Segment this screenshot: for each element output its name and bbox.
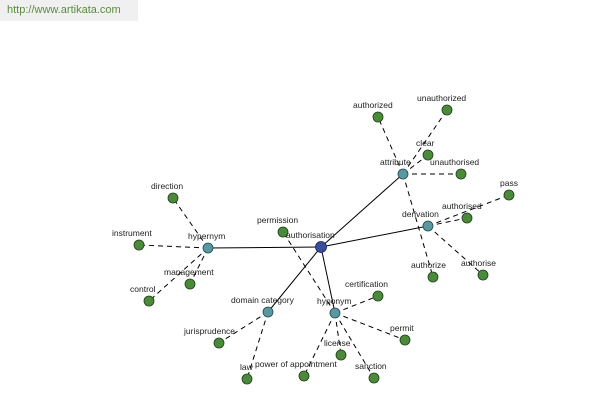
node-power-of-appointment[interactable] (298, 370, 310, 382)
node-label-pass[interactable]: pass (500, 178, 518, 188)
edge-attribute-unauthorized (402, 109, 448, 175)
node-label-clear[interactable]: clear (416, 138, 435, 148)
edge-authorisation-derivation (320, 225, 429, 248)
node-label-management[interactable]: management (164, 267, 214, 277)
node-management[interactable] (184, 278, 196, 290)
node-attribute[interactable] (397, 168, 409, 180)
node-permit[interactable] (399, 334, 411, 346)
edge-derivation-authorised (427, 217, 468, 227)
edges-layer (138, 109, 510, 380)
labels-layer: authorisation hypernym attribute derivation… (112, 93, 518, 372)
node-label-certification[interactable]: certification (345, 279, 388, 289)
node-unauthorized[interactable] (441, 104, 453, 116)
edge-hyponym-permit (334, 312, 406, 341)
node-label-domain-category[interactable]: domain category (231, 295, 295, 305)
node-permission[interactable] (277, 226, 289, 238)
node-clear[interactable] (422, 149, 434, 161)
node-label-authorize[interactable]: authorize (411, 260, 446, 270)
node-control[interactable] (143, 295, 155, 307)
edge-authorisation-attribute (320, 173, 404, 248)
node-label-license[interactable]: license (324, 338, 351, 348)
edge-hypernym-control (148, 247, 209, 302)
node-pass[interactable] (503, 189, 515, 201)
node-instrument[interactable] (133, 239, 145, 251)
node-label-authorisation[interactable]: authorisation (286, 230, 335, 240)
node-label-authorized[interactable]: authorized (353, 100, 393, 110)
edge-derivation-authorise (427, 225, 484, 276)
node-jurisprudence[interactable] (213, 337, 225, 349)
node-label-permit[interactable]: permit (390, 323, 414, 333)
edge-authorisation-hyponym (320, 246, 336, 314)
nodes-layer (133, 104, 515, 385)
node-direction[interactable] (167, 192, 179, 204)
node-authorised[interactable] (461, 212, 473, 224)
edge-hypernym-direction (172, 197, 209, 249)
node-certification[interactable] (372, 290, 384, 302)
node-law[interactable] (241, 373, 253, 385)
edge-hyponym-license (334, 312, 342, 356)
node-label-authorised[interactable]: authorised (442, 201, 482, 211)
edge-hypernym-management (189, 247, 209, 285)
node-hyponym[interactable] (329, 307, 341, 319)
node-label-permission[interactable]: permission (257, 215, 298, 225)
node-label-attribute[interactable]: attribute (380, 157, 411, 167)
node-authorize[interactable] (427, 271, 439, 283)
node-label-sanction[interactable]: sanction (355, 361, 387, 371)
node-label-derivation[interactable]: derivation (402, 209, 439, 219)
node-label-jurisprudence[interactable]: jurisprudence (183, 326, 235, 336)
node-label-hypernym[interactable]: hypernym (188, 231, 225, 241)
node-domain-category[interactable] (262, 306, 274, 318)
edge-hyponym-sanction (334, 312, 375, 379)
node-authorisation[interactable] (315, 241, 327, 253)
node-label-power-of-appointment[interactable]: power of appointment (255, 359, 337, 369)
edge-domain-category-jurisprudence (218, 311, 269, 344)
node-label-law[interactable]: law (240, 362, 254, 372)
node-derivation[interactable] (422, 220, 434, 232)
edge-hypernym-instrument (138, 244, 209, 249)
source-url-banner[interactable]: http://www.artikata.com (0, 0, 138, 21)
node-label-direction[interactable]: direction (151, 181, 183, 191)
edge-derivation-pass (427, 194, 510, 227)
node-unauthorised[interactable] (455, 168, 467, 180)
node-label-unauthorised[interactable]: unauthorised (430, 157, 479, 167)
node-hypernym[interactable] (202, 242, 214, 254)
node-label-hyponym[interactable]: hyponym (317, 296, 352, 306)
edge-domain-category-law (246, 311, 269, 380)
node-authorise[interactable] (477, 269, 489, 281)
edge-authorisation-hypernym (207, 246, 322, 249)
node-license[interactable] (335, 349, 347, 361)
node-label-control[interactable]: control (130, 284, 156, 294)
edge-hyponym-power-of-appointment (303, 312, 336, 377)
node-authorized[interactable] (372, 111, 384, 123)
node-label-unauthorized[interactable]: unauthorized (417, 93, 466, 103)
node-sanction[interactable] (368, 372, 380, 384)
node-label-instrument[interactable]: instrument (112, 228, 152, 238)
edge-hyponym-certification (334, 295, 379, 314)
node-label-authorise[interactable]: authorise (461, 258, 496, 268)
edge-authorisation-domain-category (267, 246, 322, 313)
edge-hyponym-permission (282, 231, 336, 314)
edge-attribute-authorized (377, 116, 404, 175)
